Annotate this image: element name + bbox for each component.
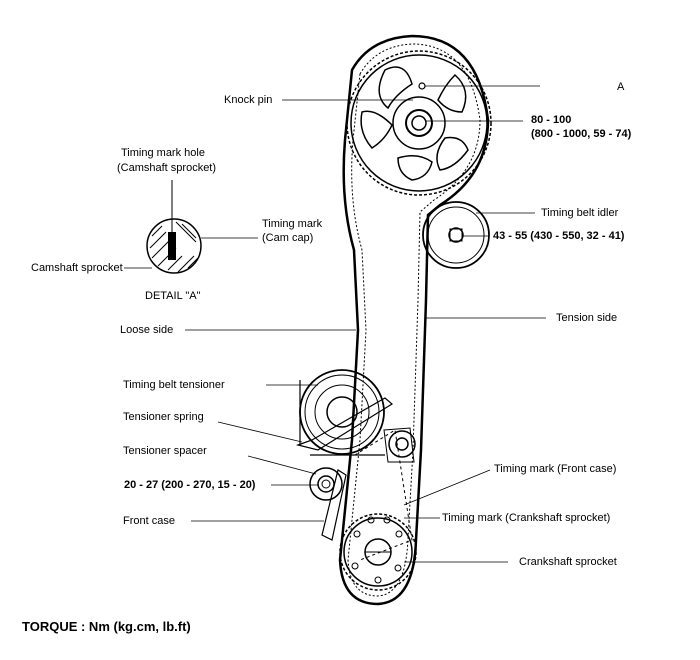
label-detail-a: DETAIL "A" xyxy=(145,290,201,302)
leader-lines xyxy=(124,85,546,563)
label-cam-torque-2: (800 - 1000, 59 - 74) xyxy=(531,128,632,140)
label-timing-belt-idler: Timing belt idler xyxy=(541,207,619,219)
detail-a xyxy=(146,180,202,274)
timing-belt-inner xyxy=(347,43,481,597)
label-camshaft-sprocket: Camshaft sprocket xyxy=(31,262,123,274)
label-timing-mark-hole-2: (Camshaft sprocket) xyxy=(117,162,217,174)
label-timing-belt-tensioner: Timing belt tensioner xyxy=(123,379,225,391)
tensioner-bolt xyxy=(383,427,416,463)
label-knock-pin: Knock pin xyxy=(224,94,273,106)
label-tension-side: Tension side xyxy=(556,312,618,324)
label-idler-torque: 43 - 55 (430 - 550, 32 - 41) xyxy=(493,230,625,242)
timing-belt-tensioner xyxy=(299,369,385,456)
crankshaft-sprocket xyxy=(339,513,417,591)
timing-belt xyxy=(338,34,490,606)
tensioner-spring xyxy=(295,397,394,451)
label-tensioner-spacer: Tensioner spacer xyxy=(123,445,207,457)
label-timing-mark-cam-cap-2: (Cam cap) xyxy=(262,232,314,244)
label-front-case: Front case xyxy=(123,515,175,527)
label-timing-mark-front-case: Timing mark (Front case) xyxy=(494,463,617,475)
timing-belt-idler xyxy=(422,201,490,269)
label-timing-mark-cam-cap-1: Timing mark xyxy=(262,218,323,230)
label-timing-mark-hole-1: Timing mark hole xyxy=(121,147,205,159)
label-crankshaft-sprocket: Crankshaft sprocket xyxy=(519,556,617,568)
label-a: A xyxy=(617,81,625,93)
camshaft-sprocket xyxy=(346,50,492,196)
label-timing-mark-crank-sprocket: Timing mark (Crankshaft sprocket) xyxy=(442,512,611,524)
label-tensioner-torque: 20 - 27 (200 - 270, 15 - 20) xyxy=(124,479,256,491)
torque-units-note: TORQUE : Nm (kg.cm, lb.ft) xyxy=(22,619,191,634)
front-case xyxy=(321,469,347,541)
knock-pin xyxy=(418,82,426,90)
label-loose-side: Loose side xyxy=(120,324,174,336)
label-tensioner-spring: Tensioner spring xyxy=(123,411,204,423)
label-cam-torque-1: 80 - 100 xyxy=(531,114,572,126)
